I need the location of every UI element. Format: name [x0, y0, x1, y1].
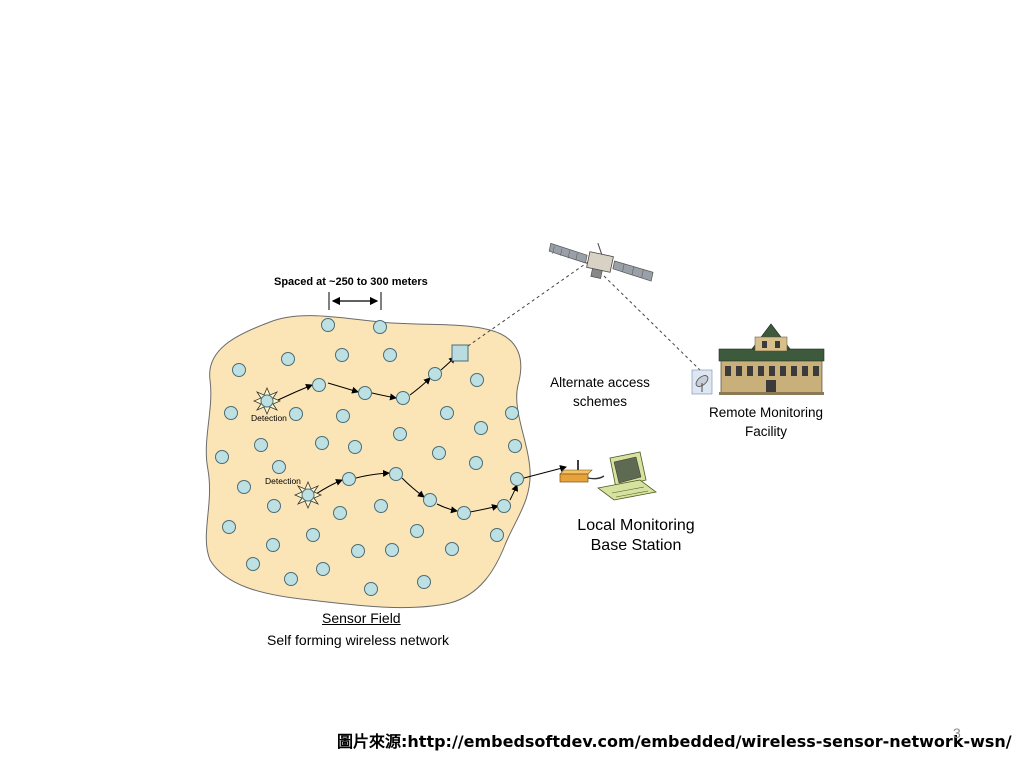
satellite-downlink-line: [603, 275, 703, 373]
sensor-node: [306, 528, 320, 542]
sensor-node: [428, 367, 442, 381]
node-spacing-label: Spaced at ~250 to 300 meters: [274, 276, 428, 288]
gateway-node: [451, 344, 469, 362]
sensor-node: [321, 318, 335, 332]
alternate-access-label: Alternate access schemes: [550, 375, 650, 409]
satellite-uplink-line: [467, 261, 589, 347]
sensor-node: [505, 406, 519, 420]
detection-label: Detection: [265, 476, 301, 486]
sensor-node: [215, 450, 229, 464]
sensor-node: [289, 407, 303, 421]
sensor-node: [222, 520, 236, 534]
image-source-caption: 圖片來源:http://embedsoftdev.com/embedded/wi…: [337, 732, 1012, 751]
sensor-node: [254, 438, 268, 452]
sensor-node: [342, 472, 356, 486]
sensor-node: [393, 427, 407, 441]
sensor-field-subtitle: Self forming wireless network: [267, 632, 450, 648]
sensor-node: [351, 544, 365, 558]
sensor-node: [474, 421, 488, 435]
sensor-node: [312, 378, 326, 392]
sensor-node: [266, 538, 280, 552]
satellite-icon: [548, 242, 654, 282]
sensor-node: [374, 499, 388, 513]
sensor-node: [232, 363, 246, 377]
sensor-node: [284, 572, 298, 586]
detection-event-icon: [252, 386, 282, 416]
sensor-node: [497, 499, 511, 513]
sensor-node: [237, 480, 251, 494]
detection-label: Detection: [251, 413, 287, 423]
sensor-field-title: Sensor Field: [322, 610, 401, 626]
sensor-node: [432, 446, 446, 460]
local-monitoring-base-station-label: Local Monitoring Base Station: [577, 517, 695, 554]
sensor-field-area: [205, 315, 531, 609]
sensor-node: [333, 506, 347, 520]
sensor-node: [281, 352, 295, 366]
sensor-node: [470, 373, 484, 387]
sensor-node: [457, 506, 471, 520]
sensor-node: [246, 557, 260, 571]
sensor-node: [358, 386, 372, 400]
sensor-node: [315, 436, 329, 450]
sensor-node: [410, 524, 424, 538]
sensor-node: [316, 562, 330, 576]
modem-icon: [559, 460, 605, 483]
sensor-nodes: [215, 318, 524, 596]
sensor-node: [396, 391, 410, 405]
sensor-node: [364, 582, 378, 596]
detection-event-icon: [293, 480, 323, 510]
sensor-node: [224, 406, 238, 420]
sensor-node: [336, 409, 350, 423]
remote-monitoring-building-icon: [718, 323, 825, 395]
sensor-node: [389, 467, 403, 481]
sensor-node: [417, 575, 431, 589]
sensor-node: [383, 348, 397, 362]
sensor-node: [423, 493, 437, 507]
sensor-node: [469, 456, 483, 470]
sensor-node: [335, 348, 349, 362]
sensor-node: [510, 472, 524, 486]
sensor-node: [508, 439, 522, 453]
sensor-node: [490, 528, 504, 542]
sensor-node: [445, 542, 459, 556]
sensor-node: [373, 320, 387, 334]
spacing-indicator: [328, 292, 382, 310]
remote-monitoring-facility-label: Remote Monitoring Facility: [708, 405, 824, 439]
sensor-node: [385, 543, 399, 557]
sensor-node: [272, 460, 286, 474]
slide-page-number: 3: [953, 725, 961, 741]
sensor-node: [267, 499, 281, 513]
computer-icon: [597, 451, 657, 501]
sensor-node: [348, 440, 362, 454]
satellite-dish-icon: [691, 369, 713, 395]
sensor-node: [440, 406, 454, 420]
